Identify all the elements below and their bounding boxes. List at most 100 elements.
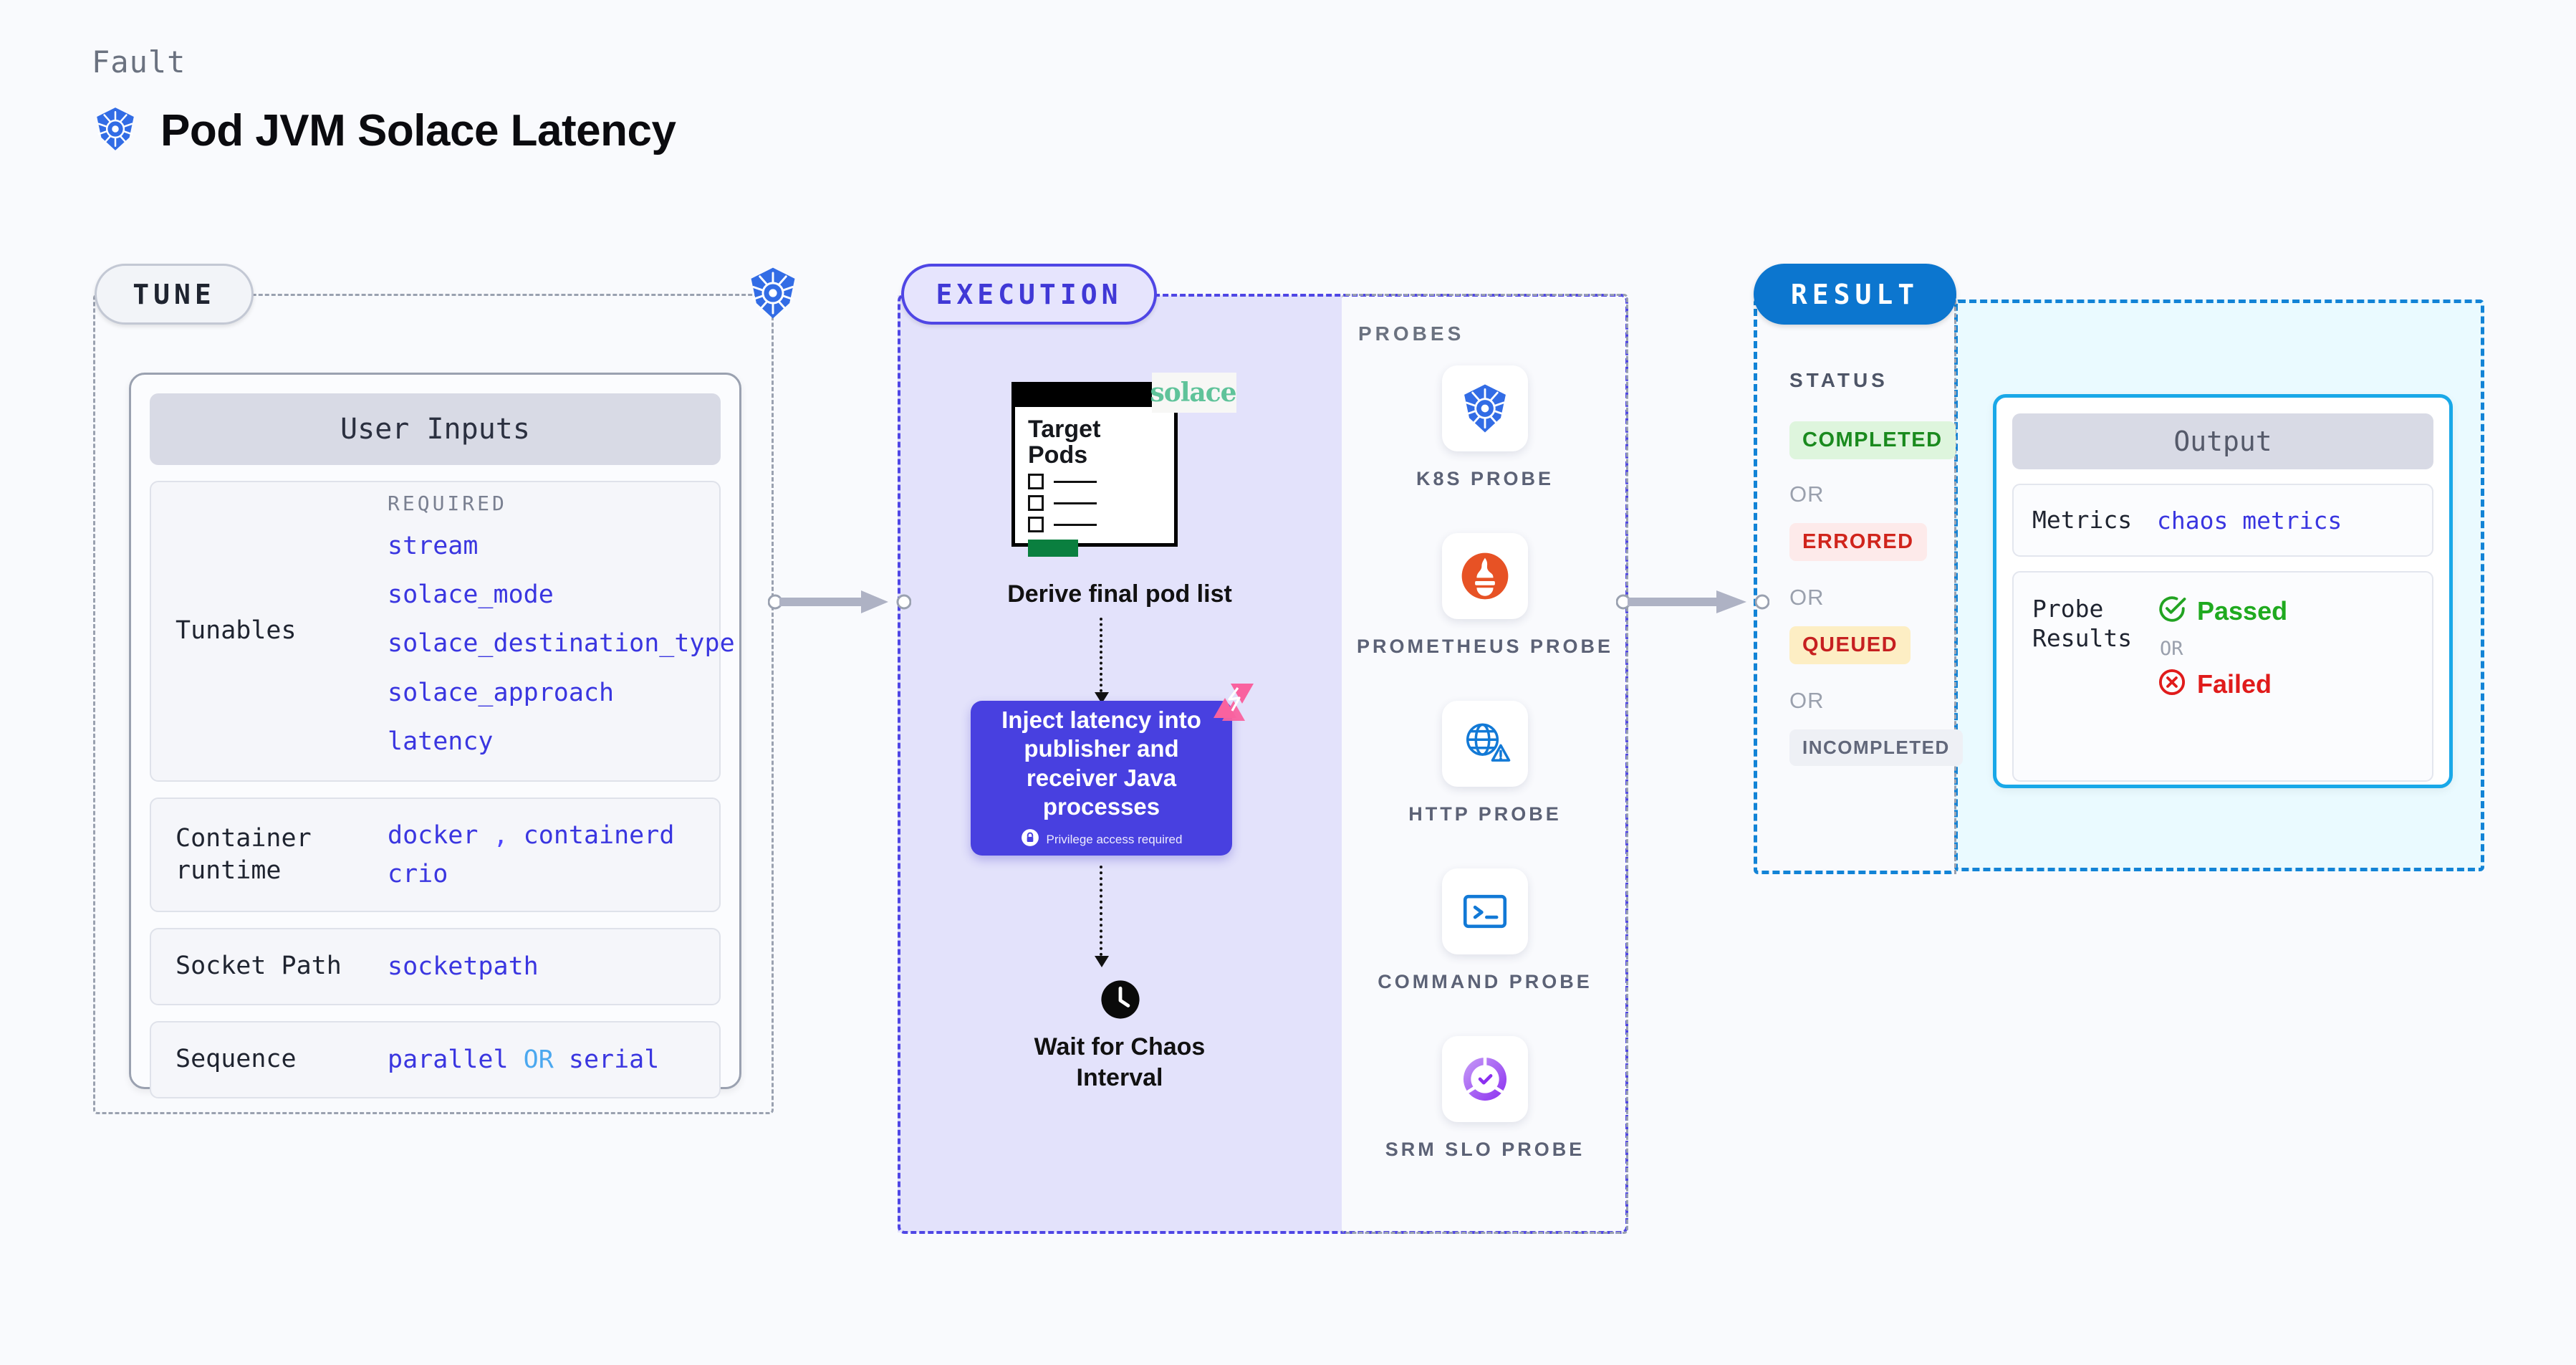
probe-item[interactable]: SRM SLO PROBE: [1342, 1036, 1628, 1162]
lock-icon: [1021, 828, 1039, 851]
or-label: OR: [2160, 638, 2183, 660]
sequence-label: Sequence: [176, 1045, 297, 1074]
tunable-item[interactable]: latency: [388, 727, 494, 756]
wait-label-line2: Interval: [1076, 1063, 1163, 1091]
status-badge: COMPLETED: [1789, 421, 1956, 459]
kubernetes-icon: [92, 105, 139, 156]
checklist-item: [1028, 474, 1174, 490]
container-runtime-row: Container runtime docker , containerd cr…: [150, 798, 721, 912]
probe-label: SRM SLO PROBE: [1385, 1139, 1585, 1160]
tunable-item[interactable]: solace_destination_type: [388, 629, 735, 658]
connector-execution-to-result: [1615, 588, 1770, 616]
checkbox-icon: [1028, 495, 1044, 512]
wait-for-chaos-interval-label: Wait for Chaos Interval: [955, 1032, 1284, 1093]
passed-label: Passed: [2197, 595, 2288, 626]
result-divider: [1954, 294, 1956, 874]
prometheus-icon: [1442, 533, 1528, 619]
kubernetes-icon: [745, 265, 801, 321]
metrics-value[interactable]: chaos metrics: [2157, 506, 2342, 535]
status-title: STATUS: [1789, 369, 1888, 391]
result-section-pill[interactable]: RESULT: [1754, 264, 1956, 325]
sequence-row: Sequence parallel OR serial: [150, 1021, 721, 1098]
runtime-value[interactable]: docker: [388, 820, 479, 850]
sequence-separator: OR: [523, 1045, 554, 1074]
check-circle-icon: [2157, 594, 2187, 628]
tunable-item[interactable]: stream: [388, 531, 479, 560]
checkbox-icon: [1028, 517, 1044, 533]
srm-slo-donut-icon: [1442, 1036, 1528, 1122]
fault-eyebrow-label: Fault: [92, 44, 186, 80]
failed-label: Failed: [2197, 669, 2272, 699]
status-badge: QUEUED: [1789, 626, 1911, 664]
green-progress-bar: [1028, 540, 1078, 557]
output-title: Output: [2173, 426, 2272, 457]
solace-logo: solace: [1150, 373, 1237, 413]
probe-result-failed: Failed: [2157, 667, 2287, 701]
probe-label: HTTP PROBE: [1408, 803, 1562, 825]
connector-tune-to-execution: [767, 588, 912, 616]
checklist-item: [1028, 495, 1174, 512]
page-title: Pod JVM Solace Latency: [160, 106, 676, 155]
chaos-badge-icon: [1212, 682, 1256, 722]
list-line: [1054, 523, 1097, 526]
runtime-value[interactable]: containerd: [523, 820, 675, 850]
terminal-icon: [1442, 868, 1528, 954]
wait-label-line1: Wait for Chaos: [1034, 1033, 1206, 1060]
probe-result-passed: Passed: [2157, 594, 2287, 628]
or-label: OR: [1789, 585, 1825, 610]
probes-boundary: [1342, 294, 1628, 1234]
sequence-value[interactable]: parallel: [388, 1045, 509, 1074]
probe-item[interactable]: PROMETHEUS PROBE: [1342, 533, 1628, 659]
derive-final-pod-list-label: Derive final pod list: [1007, 580, 1232, 608]
tune-section-pill[interactable]: TUNE: [95, 264, 254, 325]
privilege-note: Privilege access required: [1021, 828, 1183, 851]
checklist-item: [1028, 517, 1174, 533]
metrics-label: Metrics: [2032, 506, 2133, 535]
runtime-separator: ,: [493, 820, 509, 850]
status-badge: ERRORED: [1789, 523, 1927, 561]
probe-item[interactable]: COMMAND PROBE: [1342, 868, 1628, 995]
sequence-value[interactable]: serial: [568, 1045, 660, 1074]
target-pods-card: Target Pods: [1011, 382, 1178, 557]
list-line: [1054, 502, 1097, 504]
or-label: OR: [1789, 688, 1825, 713]
x-circle-icon: [2157, 667, 2187, 701]
probe-label: K8S PROBE: [1416, 468, 1554, 489]
container-runtime-label: Container runtime: [176, 823, 312, 886]
socket-path-value[interactable]: socketpath: [388, 952, 539, 981]
clock-icon: [1100, 979, 1141, 1020]
probes-title: PROBES: [1358, 322, 1465, 345]
probe-label: COMMAND PROBE: [1378, 971, 1592, 992]
target-pods-title-line2: Pods: [1028, 441, 1088, 469]
probe-item[interactable]: HTTP PROBE: [1342, 701, 1628, 827]
user-inputs-header: User Inputs: [150, 393, 721, 465]
privilege-note-label: Privilege access required: [1046, 832, 1183, 846]
execution-pill-label: EXECUTION: [936, 278, 1123, 310]
solace-logo-text: solace: [1150, 378, 1236, 408]
probe-item[interactable]: K8S PROBE: [1342, 365, 1628, 492]
status-badge: INCOMPLETED: [1789, 729, 1963, 766]
tunable-item[interactable]: solace_mode: [388, 580, 554, 610]
kubernetes-icon: [1442, 365, 1528, 451]
list-line: [1054, 480, 1097, 483]
tunables-label: Tunables: [176, 616, 297, 646]
checkbox-icon: [1028, 474, 1044, 490]
http-globe-warning-icon: [1442, 701, 1528, 787]
socket-path-label: Socket Path: [176, 952, 342, 981]
execution-section-pill[interactable]: EXECUTION: [901, 264, 1157, 325]
runtime-value[interactable]: crio: [388, 860, 448, 889]
user-inputs-title: User Inputs: [340, 413, 530, 446]
metrics-row: Metrics chaos metrics: [2012, 484, 2433, 557]
tunable-item[interactable]: solace_approach: [388, 678, 615, 707]
card-top-bar: [1015, 385, 1174, 407]
tune-section-boundary: [93, 294, 774, 1114]
fault-title-row: Pod JVM Solace Latency: [92, 105, 676, 156]
inject-latency-text: Inject latency into publisher and receiv…: [1001, 707, 1201, 820]
tunables-row: Tunables REQUIRED stream solace_mode sol…: [150, 481, 735, 782]
probe-label: PROMETHEUS PROBE: [1356, 636, 1614, 657]
or-label: OR: [1789, 482, 1825, 507]
target-pods-title-line1: Target: [1028, 416, 1101, 443]
flow-arrow-2: [1095, 866, 1109, 967]
